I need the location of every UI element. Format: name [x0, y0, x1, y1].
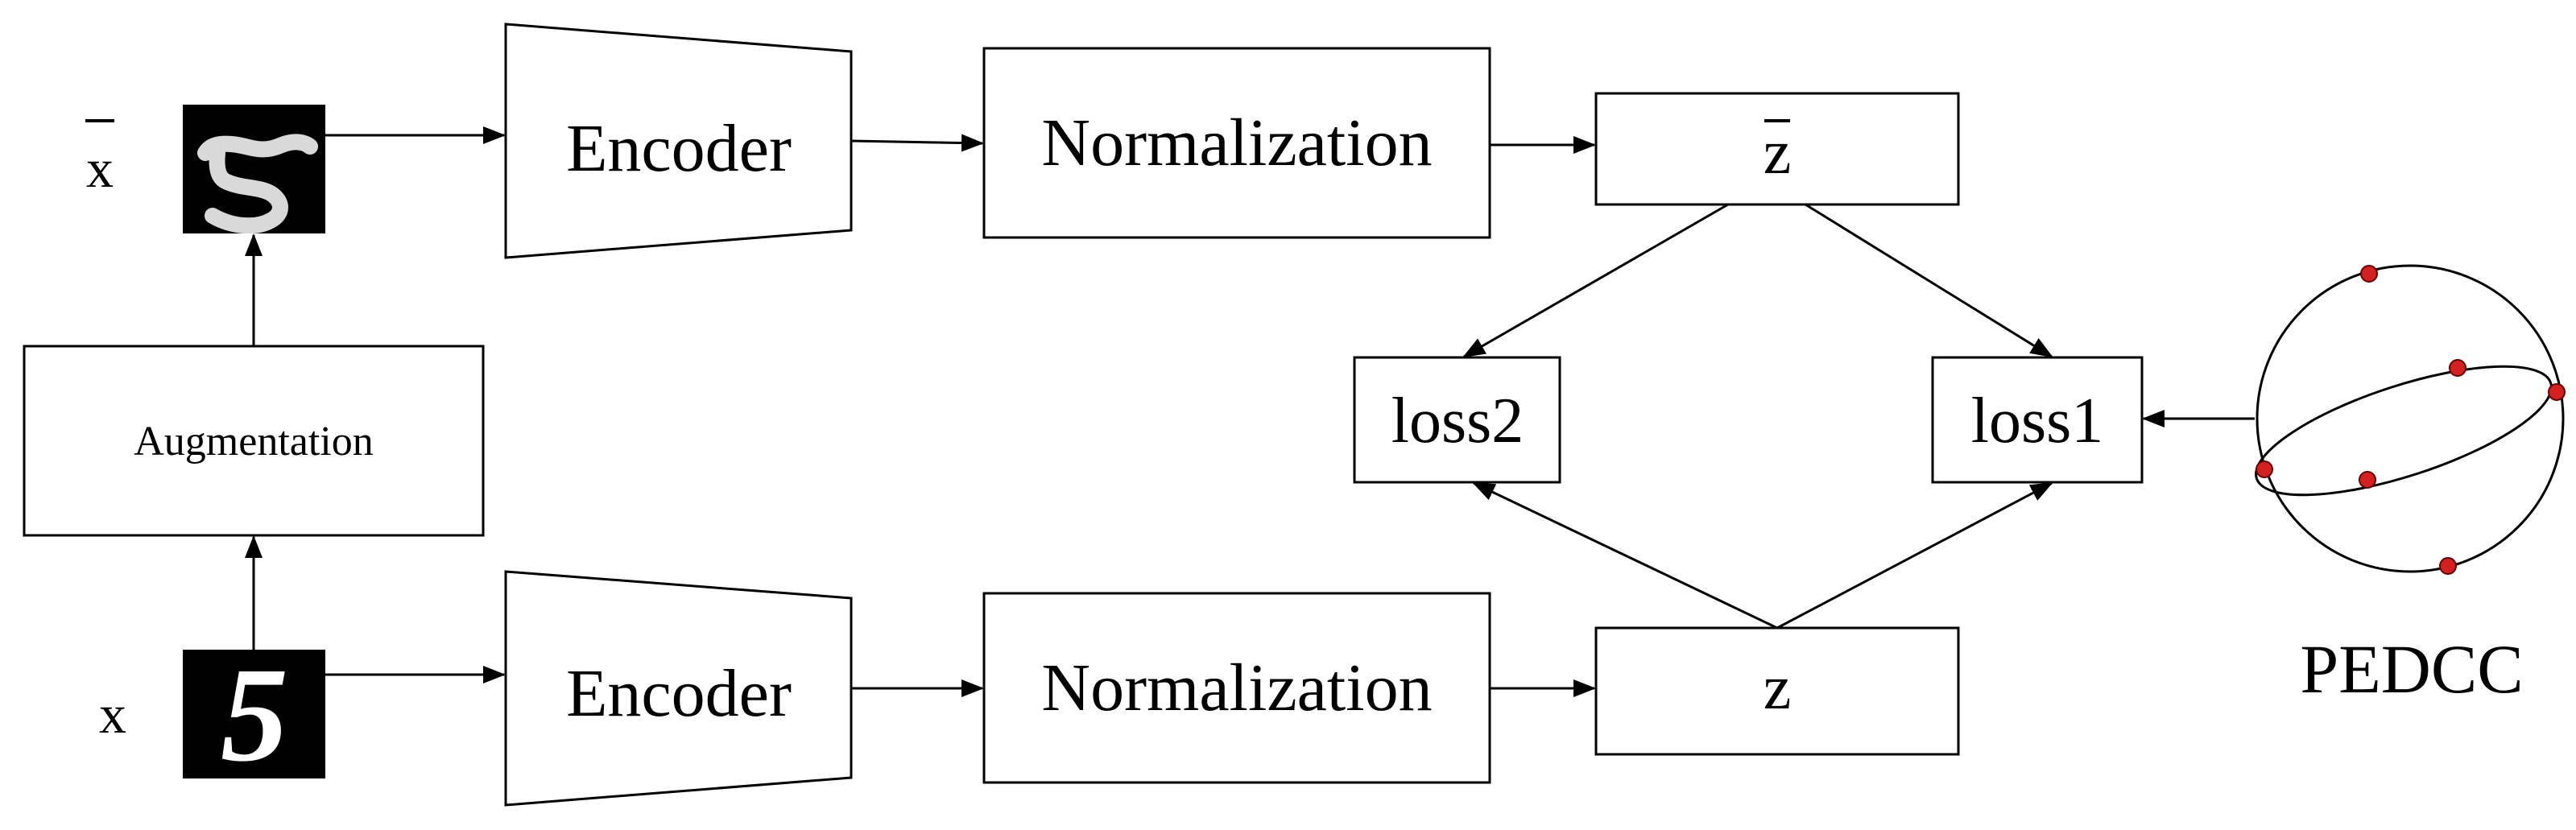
loss2-box [1353, 356, 1561, 484]
normalization-bottom-label: Normalization [1041, 650, 1432, 725]
augmentation-label: Augmentation [134, 419, 374, 465]
pedcc-point [2439, 557, 2457, 575]
normalization-top [982, 47, 1491, 239]
augmented-input-label: x [85, 119, 114, 199]
augmented-input-symbol: x [86, 138, 114, 199]
normalization-top-label: Normalization [1041, 105, 1432, 180]
augmented-digit-image [183, 105, 325, 234]
pedcc-point [2256, 460, 2273, 478]
original-digit-image: 5 [183, 640, 325, 790]
normalization-bottom [982, 592, 1491, 784]
z-label: z [1764, 652, 1792, 722]
arrow-encoder-to-normalization-top [850, 134, 984, 152]
arrow-zbar-to-loss2 [1462, 203, 1729, 358]
encoder-top-label: Encoder [566, 111, 792, 186]
augmentation-box [23, 345, 485, 537]
pedcc-point [2548, 383, 2566, 401]
pedcc-point [2449, 359, 2466, 377]
z-bar-label: z [1764, 117, 1792, 187]
loss1-box [1931, 356, 2144, 484]
arrow-zbar-to-loss1 [1805, 203, 2053, 358]
pedcc-label: PEDCC [2300, 630, 2523, 708]
digit-glyph: 5 [221, 640, 288, 790]
loss1-label: loss1 [1971, 386, 2104, 456]
connectors [245, 126, 2255, 697]
encoder-bottom-label: Encoder [566, 656, 792, 731]
pedcc-point [2360, 265, 2378, 283]
original-input-label: x [99, 683, 126, 745]
pedcc-point [2359, 471, 2376, 489]
z-box [1594, 626, 1960, 756]
encoder-top [504, 23, 853, 259]
z-bar-box [1594, 92, 1960, 206]
arrow-z-to-loss2 [1472, 481, 1778, 630]
encoder-bottom [504, 570, 853, 807]
pedcc-hypersphere [2255, 264, 2566, 575]
loss2-label: loss2 [1391, 386, 1524, 456]
arrow-z-to-loss1 [1776, 481, 2053, 630]
